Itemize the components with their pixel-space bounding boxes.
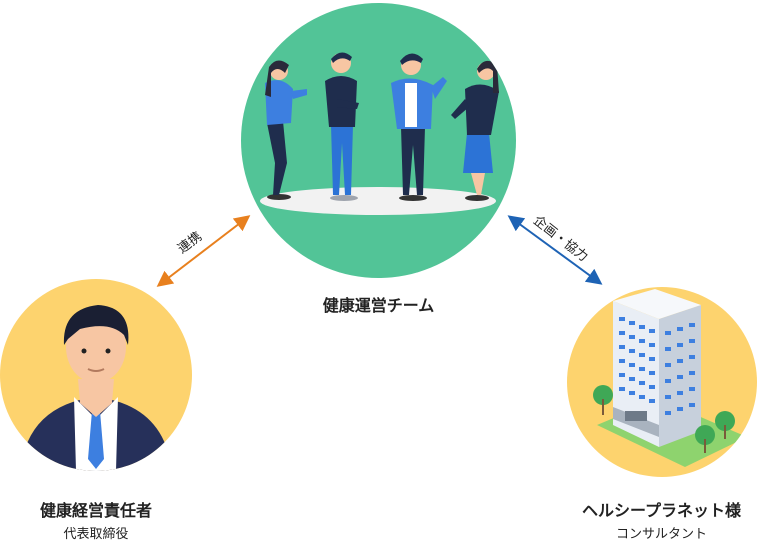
partner-title: ヘルシープラネット様 bbox=[581, 501, 742, 520]
office-building-icon bbox=[593, 289, 747, 467]
executive-subtitle: 代表取締役 bbox=[63, 527, 129, 542]
businessman-icon bbox=[20, 305, 172, 471]
team-label: 健康運営チーム bbox=[322, 296, 435, 315]
partner-illustration bbox=[567, 287, 757, 477]
left-link-label: 連携 bbox=[175, 229, 206, 257]
executive-title: 健康経営責任者 bbox=[39, 501, 152, 520]
left-link-arrow bbox=[156, 215, 251, 287]
team-people-icon bbox=[260, 52, 499, 215]
team-illustration bbox=[241, 3, 516, 278]
executive-illustration bbox=[0, 279, 192, 471]
partner-subtitle: コンサルタント bbox=[615, 527, 707, 542]
right-link-label: 企画・協力 bbox=[530, 213, 591, 265]
